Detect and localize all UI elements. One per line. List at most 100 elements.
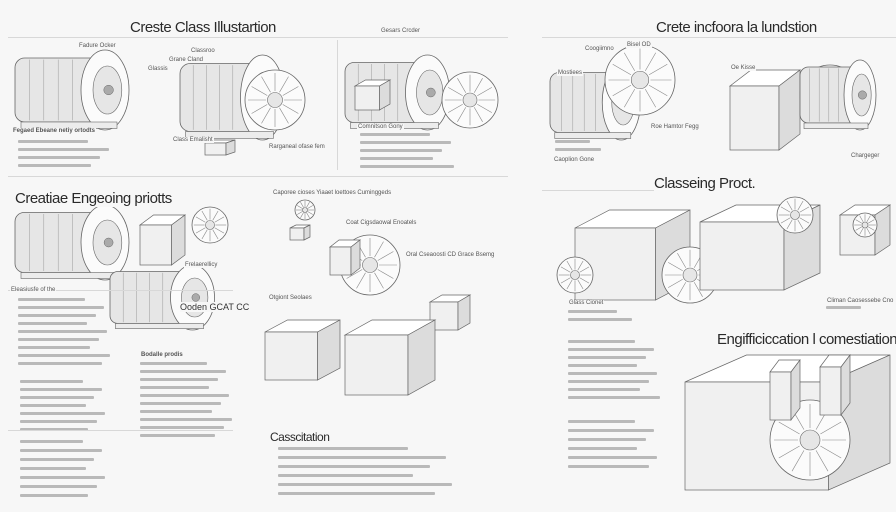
annotation-line xyxy=(20,412,105,415)
gear-spoke xyxy=(855,226,863,231)
divider xyxy=(542,190,742,191)
gear-spoke xyxy=(693,282,703,297)
annotation-line xyxy=(140,370,227,373)
gear-spoke xyxy=(623,88,636,108)
heading-mid-right: Classeing Proct. xyxy=(654,175,756,192)
annotation-line xyxy=(20,440,83,443)
annotation-line xyxy=(20,428,89,431)
annotation-line xyxy=(568,310,617,313)
annotation-line xyxy=(18,338,99,341)
label: Bodalle prodis xyxy=(140,352,184,358)
block-front xyxy=(769,371,792,421)
annotation-line xyxy=(20,380,83,383)
annotation-line xyxy=(568,465,649,468)
label: Climan Caosessebe Cno xyxy=(826,298,895,304)
gear-spoke xyxy=(668,278,683,288)
gear-spoke xyxy=(797,200,804,211)
annotation-line xyxy=(18,322,88,325)
annotation-line xyxy=(568,456,658,459)
annotation-line xyxy=(20,458,94,461)
block-front xyxy=(354,85,380,111)
annotation-line xyxy=(555,148,601,151)
label: Coat Cigsdaowal Enoatels xyxy=(345,220,418,226)
block-side xyxy=(379,79,391,111)
annotation-line xyxy=(360,141,451,144)
label: Glass Cionet xyxy=(568,300,605,306)
label: Rarganeal ofase fem xyxy=(268,144,326,150)
annotation-line xyxy=(20,388,102,391)
annotation-line xyxy=(568,396,661,399)
gear-spoke xyxy=(214,216,225,223)
gear-spoke xyxy=(279,76,289,93)
gear-spoke xyxy=(201,229,208,240)
label: Glassis xyxy=(147,66,169,72)
gear-hub xyxy=(682,267,698,283)
gear-spoke xyxy=(778,421,800,435)
label: Chargeger xyxy=(850,153,881,159)
annotation-line xyxy=(18,346,91,349)
annotation-line xyxy=(18,314,96,317)
block-front xyxy=(729,85,780,151)
annotation-line xyxy=(568,420,635,423)
shaft xyxy=(103,237,114,248)
gear-spoke xyxy=(457,107,467,122)
block-side xyxy=(778,69,801,151)
gear-spoke xyxy=(786,219,793,230)
gear-spoke xyxy=(279,107,289,124)
gear-hub xyxy=(861,221,869,229)
gear-spoke xyxy=(566,279,573,290)
gear-spoke xyxy=(677,282,687,297)
annotation-line xyxy=(568,348,655,351)
annotation-line xyxy=(18,140,88,143)
shaft xyxy=(103,84,114,96)
annotation-line xyxy=(140,362,207,365)
gear-hub xyxy=(790,210,800,220)
annotation-line xyxy=(20,396,94,399)
block-front xyxy=(264,331,318,381)
gear-spoke xyxy=(797,219,804,230)
annotation-line xyxy=(18,330,108,333)
gear-spoke xyxy=(306,212,310,218)
annotation-line xyxy=(568,447,638,450)
annotation-line xyxy=(140,410,213,413)
label: Bisel OD xyxy=(626,42,652,48)
gear-spoke xyxy=(473,107,483,122)
annotation-line xyxy=(826,306,861,309)
gear-spoke xyxy=(780,217,791,224)
heading-lower-right: Engifficiccation l comestiation xyxy=(717,331,896,348)
annotation-line xyxy=(568,372,658,375)
gear-spoke xyxy=(859,215,864,223)
block-front xyxy=(139,224,172,266)
annotation-line xyxy=(568,380,649,383)
annotation-line xyxy=(20,494,89,497)
label: Oral Cseaoosti CD Grace Bsemg xyxy=(405,252,496,258)
heading-top-right: Crete incfoora la lundstion xyxy=(656,19,817,36)
block-side xyxy=(407,319,436,396)
label: Oe Kisse xyxy=(730,65,757,71)
annotation-line xyxy=(20,449,102,452)
shaft xyxy=(857,90,867,100)
gear-hub xyxy=(630,70,650,90)
annotation-line xyxy=(568,318,632,321)
block-side xyxy=(790,358,801,422)
gear-spoke xyxy=(306,202,310,208)
gear-spoke xyxy=(346,269,363,279)
gear-spoke xyxy=(677,253,687,268)
gear-hub xyxy=(799,429,821,451)
gear-spoke xyxy=(579,277,590,284)
label: Ooden GCAT CC xyxy=(180,302,250,312)
block-front xyxy=(329,246,352,276)
gear-hub xyxy=(362,257,378,273)
annotation-line xyxy=(18,164,91,167)
shaft xyxy=(426,87,436,98)
block-side xyxy=(171,214,186,266)
label: Frelaerellicy xyxy=(184,262,219,268)
label: Fegaed Ebeane netiy ortodts xyxy=(12,128,97,134)
annotation-line xyxy=(140,386,210,389)
annotation-line xyxy=(20,476,105,479)
base-plate xyxy=(554,132,632,139)
gear-spoke xyxy=(251,86,268,96)
label: Classroo xyxy=(190,48,216,54)
annotation-line xyxy=(568,340,635,343)
label: Mostiees xyxy=(557,70,584,76)
